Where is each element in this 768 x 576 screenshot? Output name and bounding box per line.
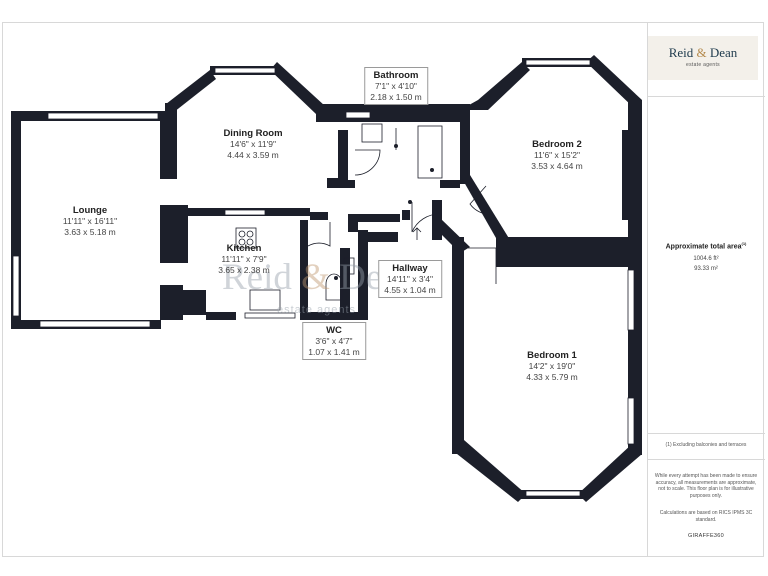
wall (358, 230, 368, 320)
light-point (430, 168, 434, 172)
wc-basin (343, 257, 355, 275)
wall (160, 121, 177, 179)
wall (348, 214, 400, 222)
wall (345, 180, 355, 188)
hob-ring (238, 230, 246, 238)
wall (460, 62, 530, 110)
wall (182, 290, 206, 315)
door-swing (411, 202, 441, 233)
window (214, 67, 276, 74)
wall (316, 104, 348, 122)
window (627, 269, 635, 331)
wall (402, 210, 410, 220)
wall (348, 214, 358, 232)
wall (160, 205, 188, 263)
wall (310, 212, 328, 220)
light-point (334, 276, 338, 280)
separator (648, 459, 765, 460)
wall (270, 62, 325, 114)
window (39, 320, 151, 328)
wall (300, 208, 310, 216)
wall (345, 104, 465, 122)
separator (648, 96, 765, 97)
room-label-bedroom-1: Bedroom 1 14'2" x 19'0" 4.33 x 5.79 m (526, 350, 578, 382)
window (525, 490, 581, 497)
sink (249, 289, 281, 311)
room-label-bedroom-2: Bedroom 2 11'6" x 15'2" 3.53 x 4.64 m (531, 139, 583, 171)
window (627, 397, 635, 445)
wall (340, 248, 350, 314)
area-footnote: (1) Excluding balconies and terraces (665, 442, 747, 448)
wall (586, 55, 642, 108)
wall (496, 237, 642, 267)
total-area-title: Approximate total area(1) (665, 241, 747, 251)
wall (460, 104, 470, 184)
light-point (408, 200, 412, 204)
wall (578, 444, 642, 502)
total-area-sqft: 1004.6 ft² (693, 256, 719, 262)
wall (628, 100, 642, 270)
brand-logo: Reid & Dean estate agents (648, 36, 758, 80)
door-swing (307, 222, 331, 247)
door-swing (469, 185, 493, 215)
drawing-frame (2, 22, 764, 557)
wall (338, 130, 348, 182)
room-label-wc: WC 3'6" x 4'7" 1.07 x 1.41 m (302, 322, 366, 360)
floor-plan (11, 55, 642, 502)
window (12, 255, 20, 317)
room-label-kitchen: Kitchen 11'11" x 7'9" 3.65 x 2.38 m (218, 243, 270, 275)
window (244, 312, 296, 319)
wall (160, 285, 183, 320)
provider-logo: GIRAFFE360 (687, 533, 724, 539)
wall (622, 130, 630, 220)
room-label-lounge: Lounge 11'11" x 16'11" 3.63 x 5.18 m (62, 205, 118, 237)
wall (368, 232, 398, 242)
light-point (394, 144, 398, 148)
room-label-bathroom: Bathroom 7'1" x 4'10" 2.18 x 1.50 m (364, 67, 428, 105)
brand-tagline: estate agents (686, 62, 720, 68)
wall (440, 180, 460, 188)
door-swing (354, 149, 381, 176)
hob (235, 227, 257, 249)
calculation-note: Calculations are based on RICS IPMS 3C s… (659, 510, 753, 523)
info-sidebar (647, 22, 765, 557)
total-area-sqm: 93.33 m² (694, 266, 718, 272)
wall (452, 237, 464, 454)
hob-ring (238, 238, 246, 246)
window (47, 112, 159, 120)
hob-ring (246, 230, 254, 238)
wall (452, 440, 526, 502)
wc-toilet (325, 273, 343, 301)
bathtub (417, 125, 443, 179)
wall (432, 200, 442, 240)
light-point (304, 222, 308, 226)
wall (460, 175, 510, 245)
window (525, 59, 591, 66)
wall (327, 178, 348, 188)
room-label-hallway: Hallway 14'11" x 3'4" 4.55 x 1.04 m (378, 260, 442, 298)
wall (300, 220, 308, 320)
wall (206, 312, 236, 320)
window (224, 209, 266, 216)
door-swing (468, 247, 497, 284)
disclaimer-text: While every attempt has been made to ens… (654, 473, 758, 499)
wall (11, 111, 21, 329)
wall (300, 312, 360, 320)
brand-name: Reid & Dean (668, 45, 738, 60)
stair-arrow (412, 227, 422, 240)
room-label-dining-room: Dining Room 14'6" x 11'9" 4.44 x 3.59 m (223, 128, 283, 160)
window (345, 111, 371, 119)
wall (166, 70, 216, 112)
watermark-tagline: estate agents (277, 304, 357, 316)
separator (648, 433, 765, 434)
hob-ring (246, 238, 254, 246)
basin (361, 123, 383, 143)
